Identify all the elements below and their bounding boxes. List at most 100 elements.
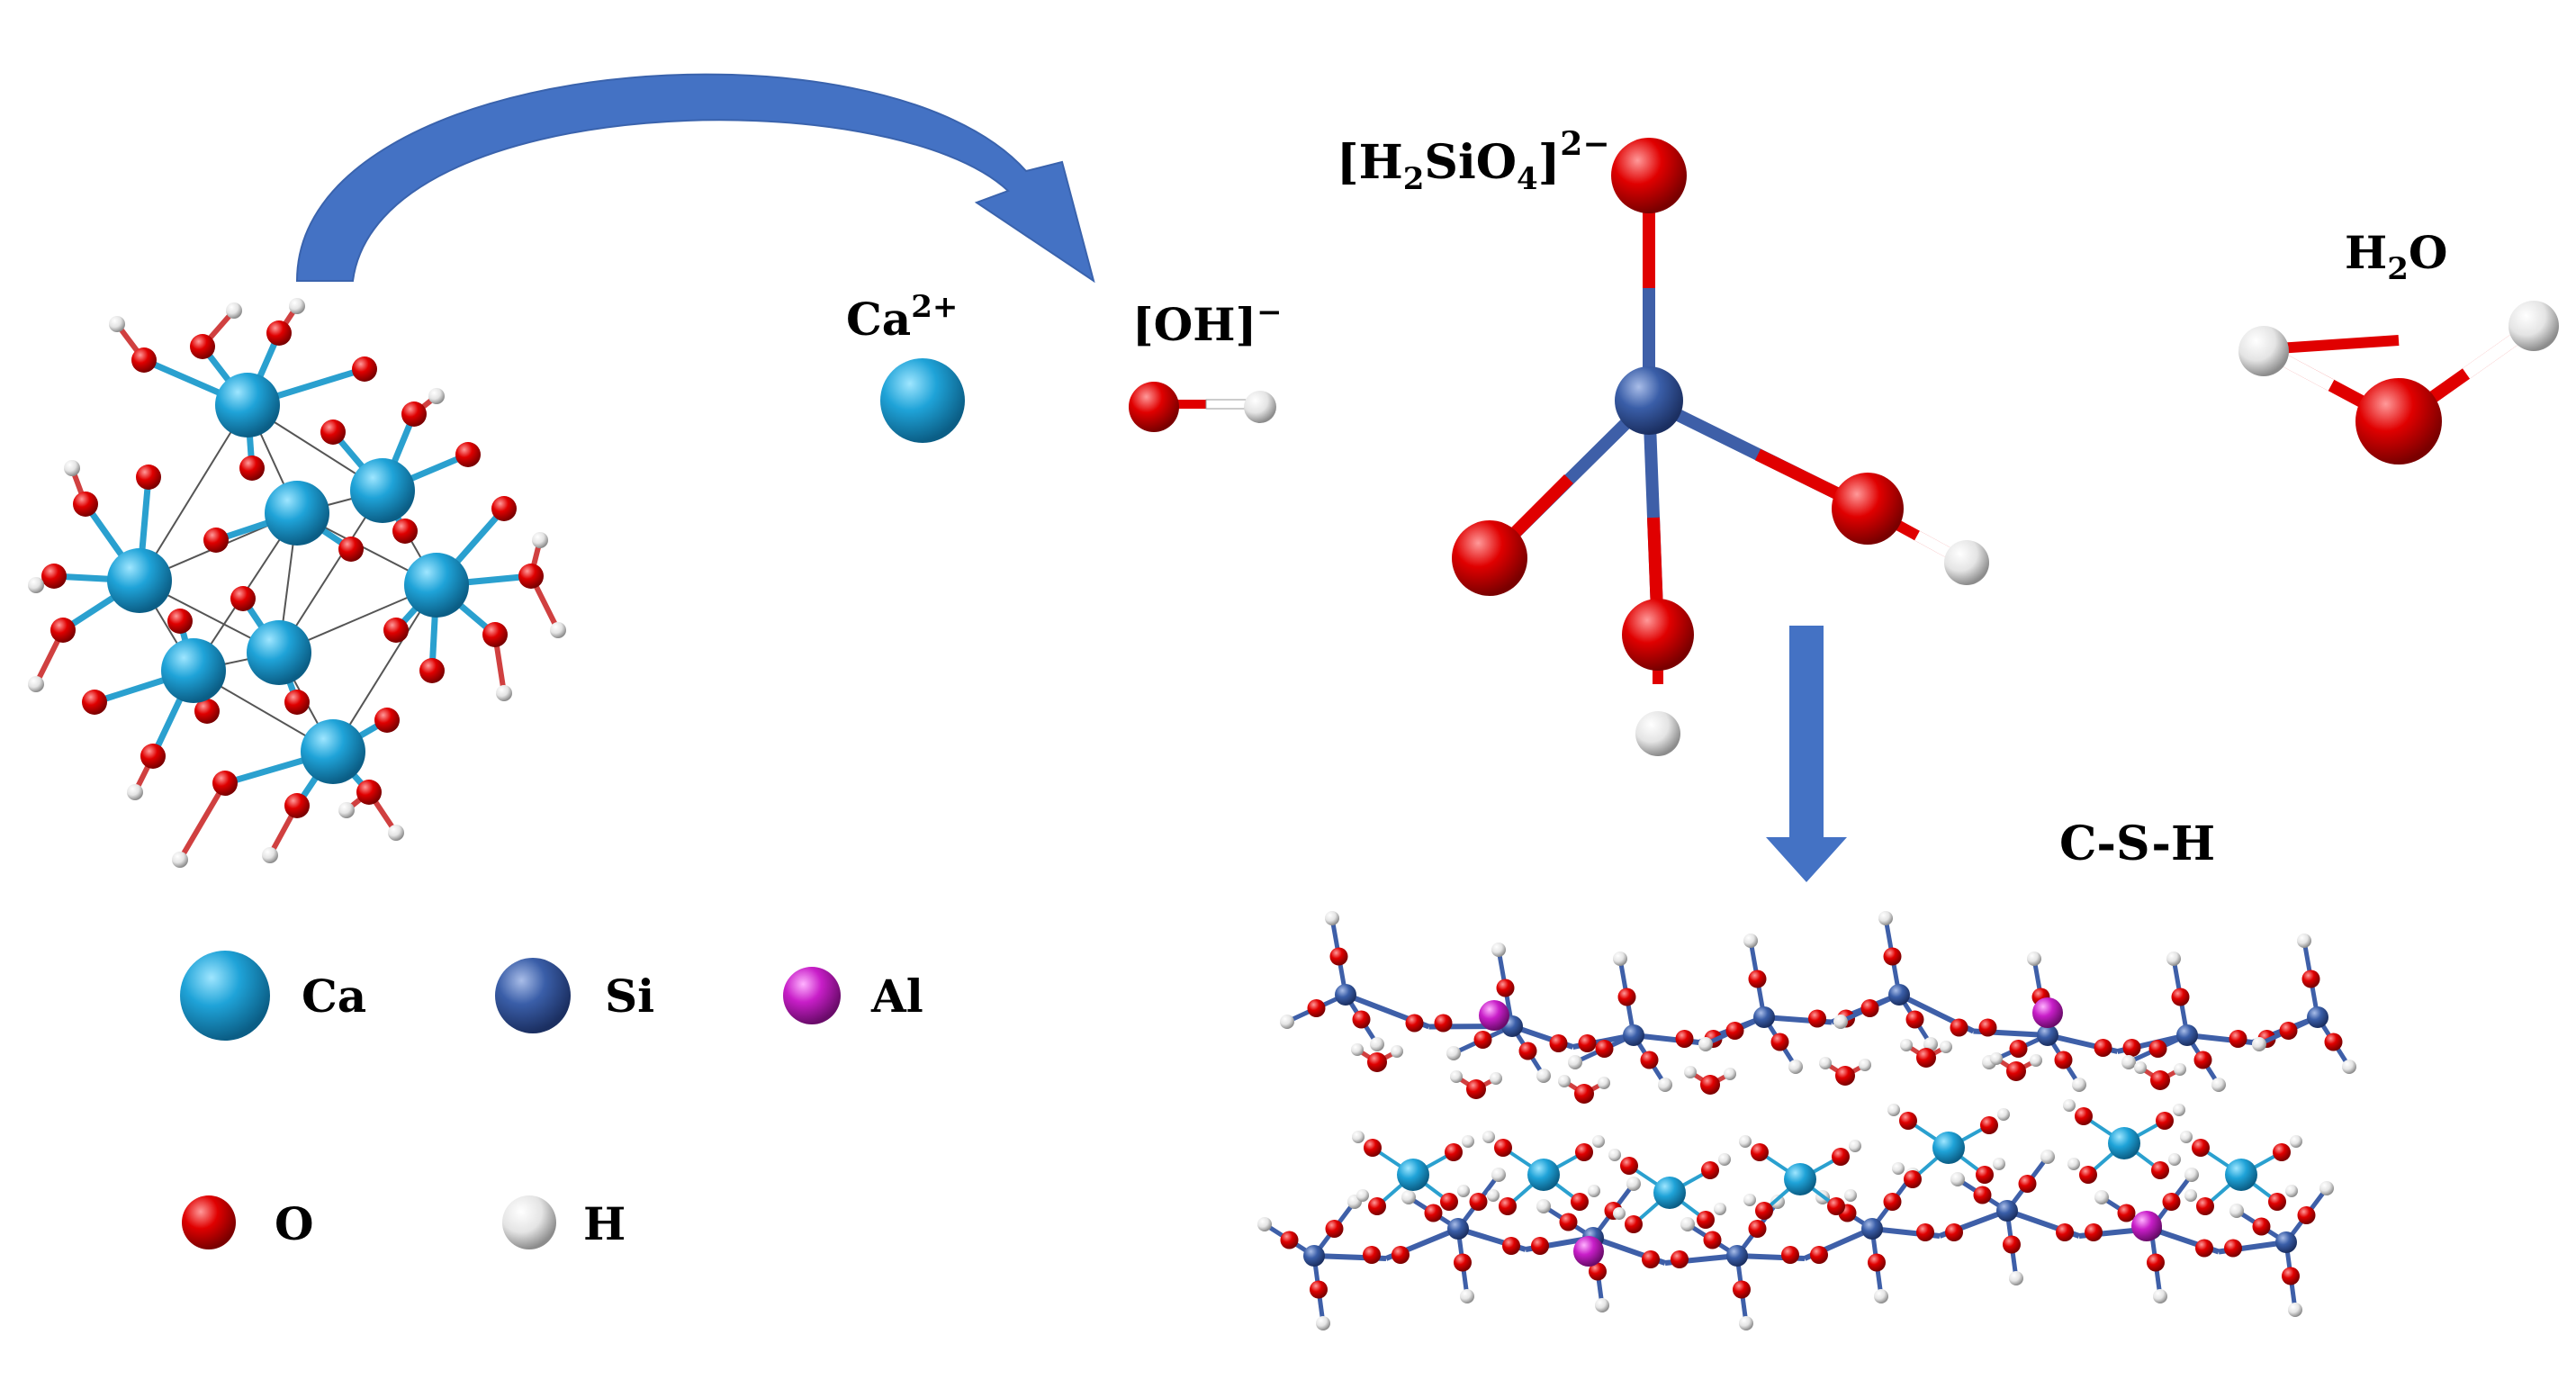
hydrogen-atom — [1613, 1207, 1626, 1220]
hydrogen-atom — [1450, 1070, 1463, 1083]
oxygen-atom — [518, 564, 544, 589]
hydrogen-atom — [1724, 1068, 1736, 1080]
oxygen-atom — [2122, 1039, 2141, 1057]
hydrogen-atom — [1658, 1078, 1672, 1092]
oxygen-atom — [2006, 1061, 2026, 1081]
oxygen-atom — [1748, 970, 1767, 988]
oxygen-atom — [1352, 1010, 1371, 1029]
oxygen-atom — [352, 356, 377, 382]
hydrogen-atom — [1626, 1177, 1641, 1191]
hydrogen-atom — [1900, 1039, 1913, 1051]
oxygen-atom — [131, 347, 157, 373]
hydrogen-atom — [109, 316, 125, 332]
hydrogen-atom — [1608, 1149, 1621, 1161]
oxygen-atom — [1466, 1079, 1486, 1099]
silicon-atom — [1753, 1006, 1775, 1028]
oxygen-atom — [1494, 1139, 1512, 1157]
portlandite-crystal — [28, 298, 566, 868]
oxygen-atom — [320, 419, 346, 445]
silicon-atom — [1447, 1218, 1469, 1240]
legend-item-al: Al — [783, 967, 923, 1024]
hydrogen-atom — [2184, 1189, 2197, 1202]
oxygen-atom — [1781, 1246, 1799, 1264]
hydrogen-atom — [2229, 1204, 2244, 1218]
calcium-atom — [1397, 1159, 1429, 1191]
silicon-atom — [1861, 1218, 1883, 1240]
oxygen-atom — [1883, 947, 1902, 966]
oxygen-atom — [1620, 1157, 1638, 1175]
oxygen-atom — [1499, 1197, 1517, 1215]
calcium-atom — [1932, 1132, 1965, 1164]
oxygen-atom — [1976, 1166, 1994, 1184]
oxygen-atom — [1595, 1040, 1614, 1058]
oxygen-atom — [1363, 1246, 1381, 1264]
silicon-atom — [2307, 1006, 2328, 1028]
oxygen-atom — [2151, 1161, 2169, 1179]
hydrogen-atom — [1446, 1046, 1461, 1060]
calcium-atom — [2108, 1127, 2140, 1159]
calcium-atom — [107, 548, 172, 613]
oxygen-atom — [2054, 1051, 2073, 1069]
hydrogen-atom — [28, 676, 44, 692]
svg-text:Al: Al — [870, 970, 923, 1023]
hydroxide-ion — [1129, 382, 1276, 432]
oxygen-atom — [50, 618, 76, 643]
oxygen-atom — [1454, 1253, 1472, 1272]
hydrogen-atom — [1568, 1055, 1582, 1069]
hydrogen-atom — [1588, 1185, 1600, 1197]
oxygen-atom — [1733, 1280, 1751, 1299]
hydrogen-atom — [2094, 1190, 2109, 1204]
oxygen-atom — [2075, 1107, 2093, 1125]
oxygen-atom — [1755, 1202, 1773, 1220]
hydrogen-atom — [1819, 1057, 1832, 1069]
hydrogen-atom — [2211, 1078, 2226, 1092]
oxygen-atom — [374, 708, 400, 733]
silicon-atom — [1996, 1200, 2018, 1222]
hydrogen-atom — [1491, 1168, 1506, 1182]
oxygen-atom — [1827, 1197, 1845, 1215]
oxygen-atom — [1307, 999, 1326, 1017]
aluminium-atom — [2131, 1211, 2162, 1241]
calcium-atom — [215, 373, 280, 437]
oxygen-atom — [1434, 1014, 1453, 1033]
oxygen-atom — [2162, 1193, 2181, 1211]
oxygen-atom — [1424, 1204, 1443, 1222]
oxygen-atom — [338, 537, 364, 562]
hydrogen-atom — [1558, 1075, 1571, 1087]
oxygen-atom — [2009, 1040, 2028, 1058]
hydrogen-atom — [226, 302, 242, 319]
oxygen-atom — [1980, 1116, 1998, 1134]
water-molecule — [2238, 301, 2559, 465]
hydrogen-atom — [2134, 1061, 2147, 1074]
hydrogen-atom — [1684, 1066, 1697, 1078]
oxygen-atom — [482, 622, 508, 647]
hydrogen-atom — [1391, 1045, 1403, 1058]
hydrogen-atom — [2063, 1099, 2076, 1112]
oxygen-atom — [1559, 1213, 1578, 1231]
calcium-ion-label: Ca2+ — [846, 289, 958, 346]
silicon-atom — [2275, 1231, 2297, 1253]
oxygen-atom — [82, 690, 107, 715]
oxygen-atom — [1575, 1143, 1593, 1161]
hydrogen-atom — [1878, 911, 1893, 925]
hydrogen-atom — [64, 460, 80, 476]
silicon-atom — [1888, 984, 1910, 1006]
hydrogen-atom — [2184, 1168, 2199, 1182]
oxygen-atom — [167, 609, 193, 634]
hydrogen-atom — [2030, 1054, 2042, 1067]
hydrogen-atom — [1482, 1131, 1495, 1143]
reaction-arrow — [1766, 626, 1847, 882]
hydrogen-atom — [1487, 1189, 1500, 1202]
oxygen-atom — [2192, 1139, 2210, 1157]
oxygen-atom — [1625, 1215, 1643, 1233]
hydrogen-atom — [1923, 1037, 1938, 1051]
oxygen-atom — [1671, 1250, 1689, 1268]
oxygen-atom — [2150, 1070, 2170, 1090]
oxygen-atom — [1368, 1197, 1386, 1215]
calcium-atom — [161, 638, 226, 703]
silicon-atom — [1726, 1245, 1748, 1267]
oxygen-atom — [1860, 999, 1879, 1017]
csh-label: C-S-H — [2059, 816, 2215, 871]
oxygen-atom — [1325, 1220, 1344, 1238]
